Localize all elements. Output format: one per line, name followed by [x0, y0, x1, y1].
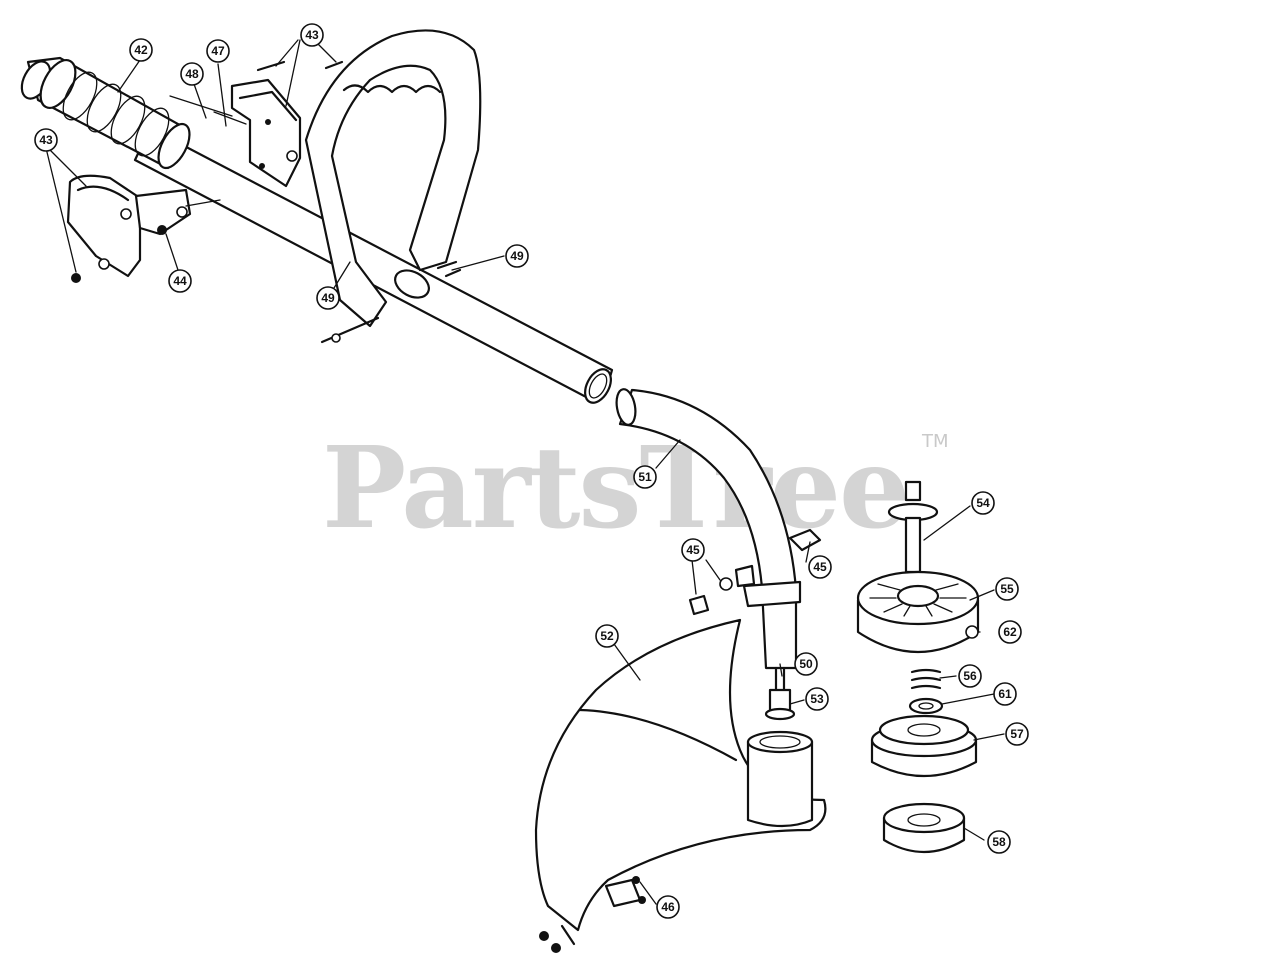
callout-45: 45	[681, 538, 705, 562]
callout-label: 45	[686, 543, 700, 557]
throttle-housing-upper	[169, 78, 302, 188]
callout-label: 49	[321, 291, 335, 305]
upper-shaft	[133, 126, 614, 404]
callout-43: 43	[300, 23, 324, 47]
callout-49: 49	[316, 286, 340, 310]
spool-cap	[882, 802, 966, 854]
callout-61: 61	[993, 682, 1017, 706]
spool-housing	[856, 570, 980, 654]
callout-label: 49	[510, 249, 524, 263]
callout-42: 42	[129, 38, 153, 62]
drive-shaft	[764, 666, 796, 721]
callout-52: 52	[595, 624, 619, 648]
spool	[870, 714, 978, 777]
callout-label: 51	[638, 470, 652, 484]
watermark-text: PartsTree	[322, 423, 908, 554]
callout-47: 47	[206, 39, 230, 63]
callout-label: 62	[1003, 625, 1017, 639]
callout-49: 49	[505, 244, 529, 268]
callout-label: 48	[185, 67, 199, 81]
callout-50: 50	[794, 652, 818, 676]
callout-label: 45	[813, 560, 827, 574]
callout-label: 53	[810, 692, 824, 706]
shaft-clamp	[688, 528, 822, 616]
callout-46: 46	[656, 895, 680, 919]
callout-label: 43	[305, 28, 319, 42]
callout-label: 58	[992, 835, 1006, 849]
callout-label: 47	[211, 44, 225, 58]
callout-53: 53	[805, 687, 829, 711]
arbor-shaft	[887, 480, 939, 574]
spring-washer	[908, 668, 944, 715]
callout-58: 58	[987, 830, 1011, 854]
loop-handle	[304, 29, 482, 344]
callout-54: 54	[971, 491, 995, 515]
callout-label: 55	[1000, 582, 1014, 596]
callout-label: 56	[963, 669, 977, 683]
callout-43: 43	[34, 128, 58, 152]
callout-label: 44	[173, 274, 187, 288]
callout-label: 52	[600, 629, 614, 643]
callout-label: 46	[661, 900, 675, 914]
callout-45: 45	[808, 555, 832, 579]
callout-label: 54	[976, 496, 990, 510]
callout-56: 56	[958, 664, 982, 688]
callout-55: 55	[995, 577, 1019, 601]
callout-label: 42	[134, 43, 148, 57]
watermark-trademark: TM	[921, 431, 949, 452]
handle-grip	[20, 56, 191, 170]
line-guard	[534, 618, 827, 953]
callout-57: 57	[1005, 722, 1029, 746]
watermark: PartsTree TM	[322, 423, 949, 554]
callout-label: 43	[39, 133, 53, 147]
throttle-housing-lower	[66, 174, 221, 278]
callout-label: 61	[998, 687, 1012, 701]
callout-44: 44	[168, 269, 192, 293]
screws-upper	[71, 60, 344, 283]
callout-62: 62	[998, 620, 1022, 644]
callout-label: 50	[799, 657, 813, 671]
callout-51: 51	[633, 465, 657, 489]
callouts: 42 43 43 44 45 45 46 47 48 49 49 50 51 5…	[34, 23, 1029, 919]
callout-label: 57	[1010, 727, 1024, 741]
leader-lines	[45, 39, 1005, 905]
callout-48: 48	[180, 62, 204, 86]
